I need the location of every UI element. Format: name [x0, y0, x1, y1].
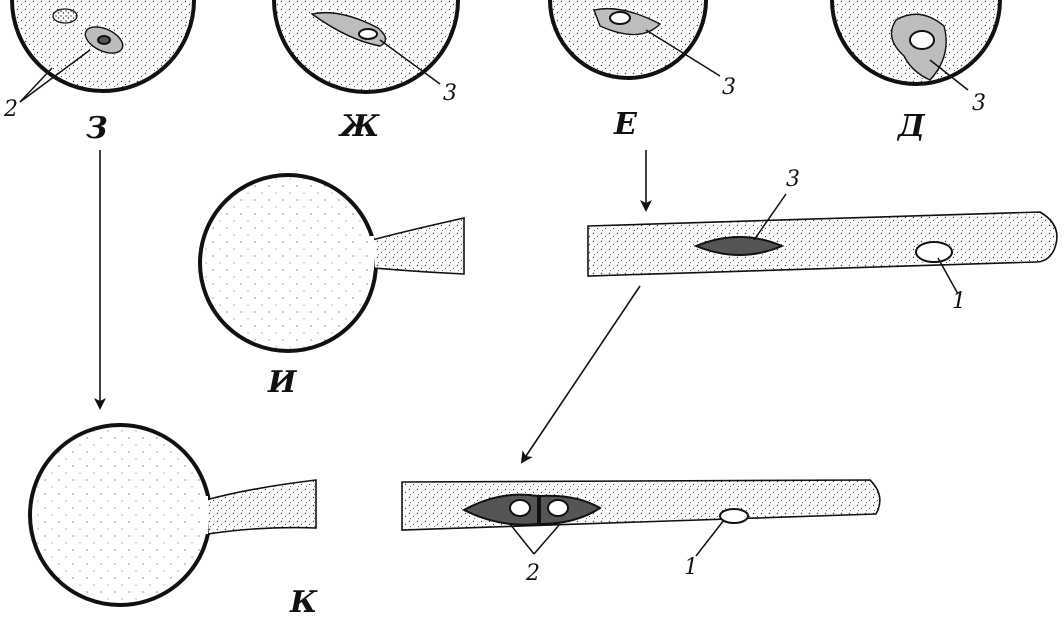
sperm-nucleus-right — [548, 500, 568, 516]
label-zh-3: 3 — [443, 81, 457, 106]
pollen-grain-d — [832, 0, 1000, 84]
pollen-grain-z — [12, 0, 194, 91]
leader-z-2a — [20, 68, 52, 102]
arrow-tube-to-tube — [522, 286, 640, 462]
vegetative-nucleus — [916, 242, 952, 262]
panel-label-z: З — [86, 111, 108, 146]
label-tube-top-3: 3 — [786, 167, 800, 192]
leader-tube-bottom-2a — [510, 524, 534, 554]
pollen-grain-e — [550, 0, 706, 78]
pollen-grain-k — [30, 425, 316, 605]
pollen-grain-i — [200, 175, 464, 351]
pollen-grain-zh — [274, 0, 458, 92]
leader-tube-bottom-2b — [534, 524, 560, 554]
panel-label-zh: Ж — [338, 109, 380, 144]
label-e-3: 3 — [722, 75, 736, 100]
pollen-tube-short — [372, 218, 464, 274]
generative-cell-small — [53, 9, 77, 23]
panel-label-k: К — [289, 585, 318, 620]
panel-label-d: Д — [896, 109, 926, 144]
nucleus — [910, 31, 934, 49]
label-z-2: 2 — [3, 97, 18, 122]
pollen-tube-top — [588, 212, 1057, 276]
nucleus — [610, 12, 630, 24]
label-d-3: 3 — [972, 91, 986, 116]
label-tube-bottom-1: 1 — [684, 555, 698, 580]
nucleus — [98, 36, 110, 44]
panel-label-e: Е — [613, 107, 638, 142]
pollen-tube-long — [206, 480, 316, 534]
nucleus — [359, 29, 377, 39]
sperm-nucleus-left — [510, 500, 530, 516]
leader-tube-bottom-1 — [696, 520, 724, 556]
label-tube-bottom-2: 2 — [525, 561, 540, 586]
panel-label-i: И — [267, 365, 298, 400]
label-tube-top-1: 1 — [952, 289, 966, 314]
pollen-tube-bottom — [402, 480, 880, 530]
